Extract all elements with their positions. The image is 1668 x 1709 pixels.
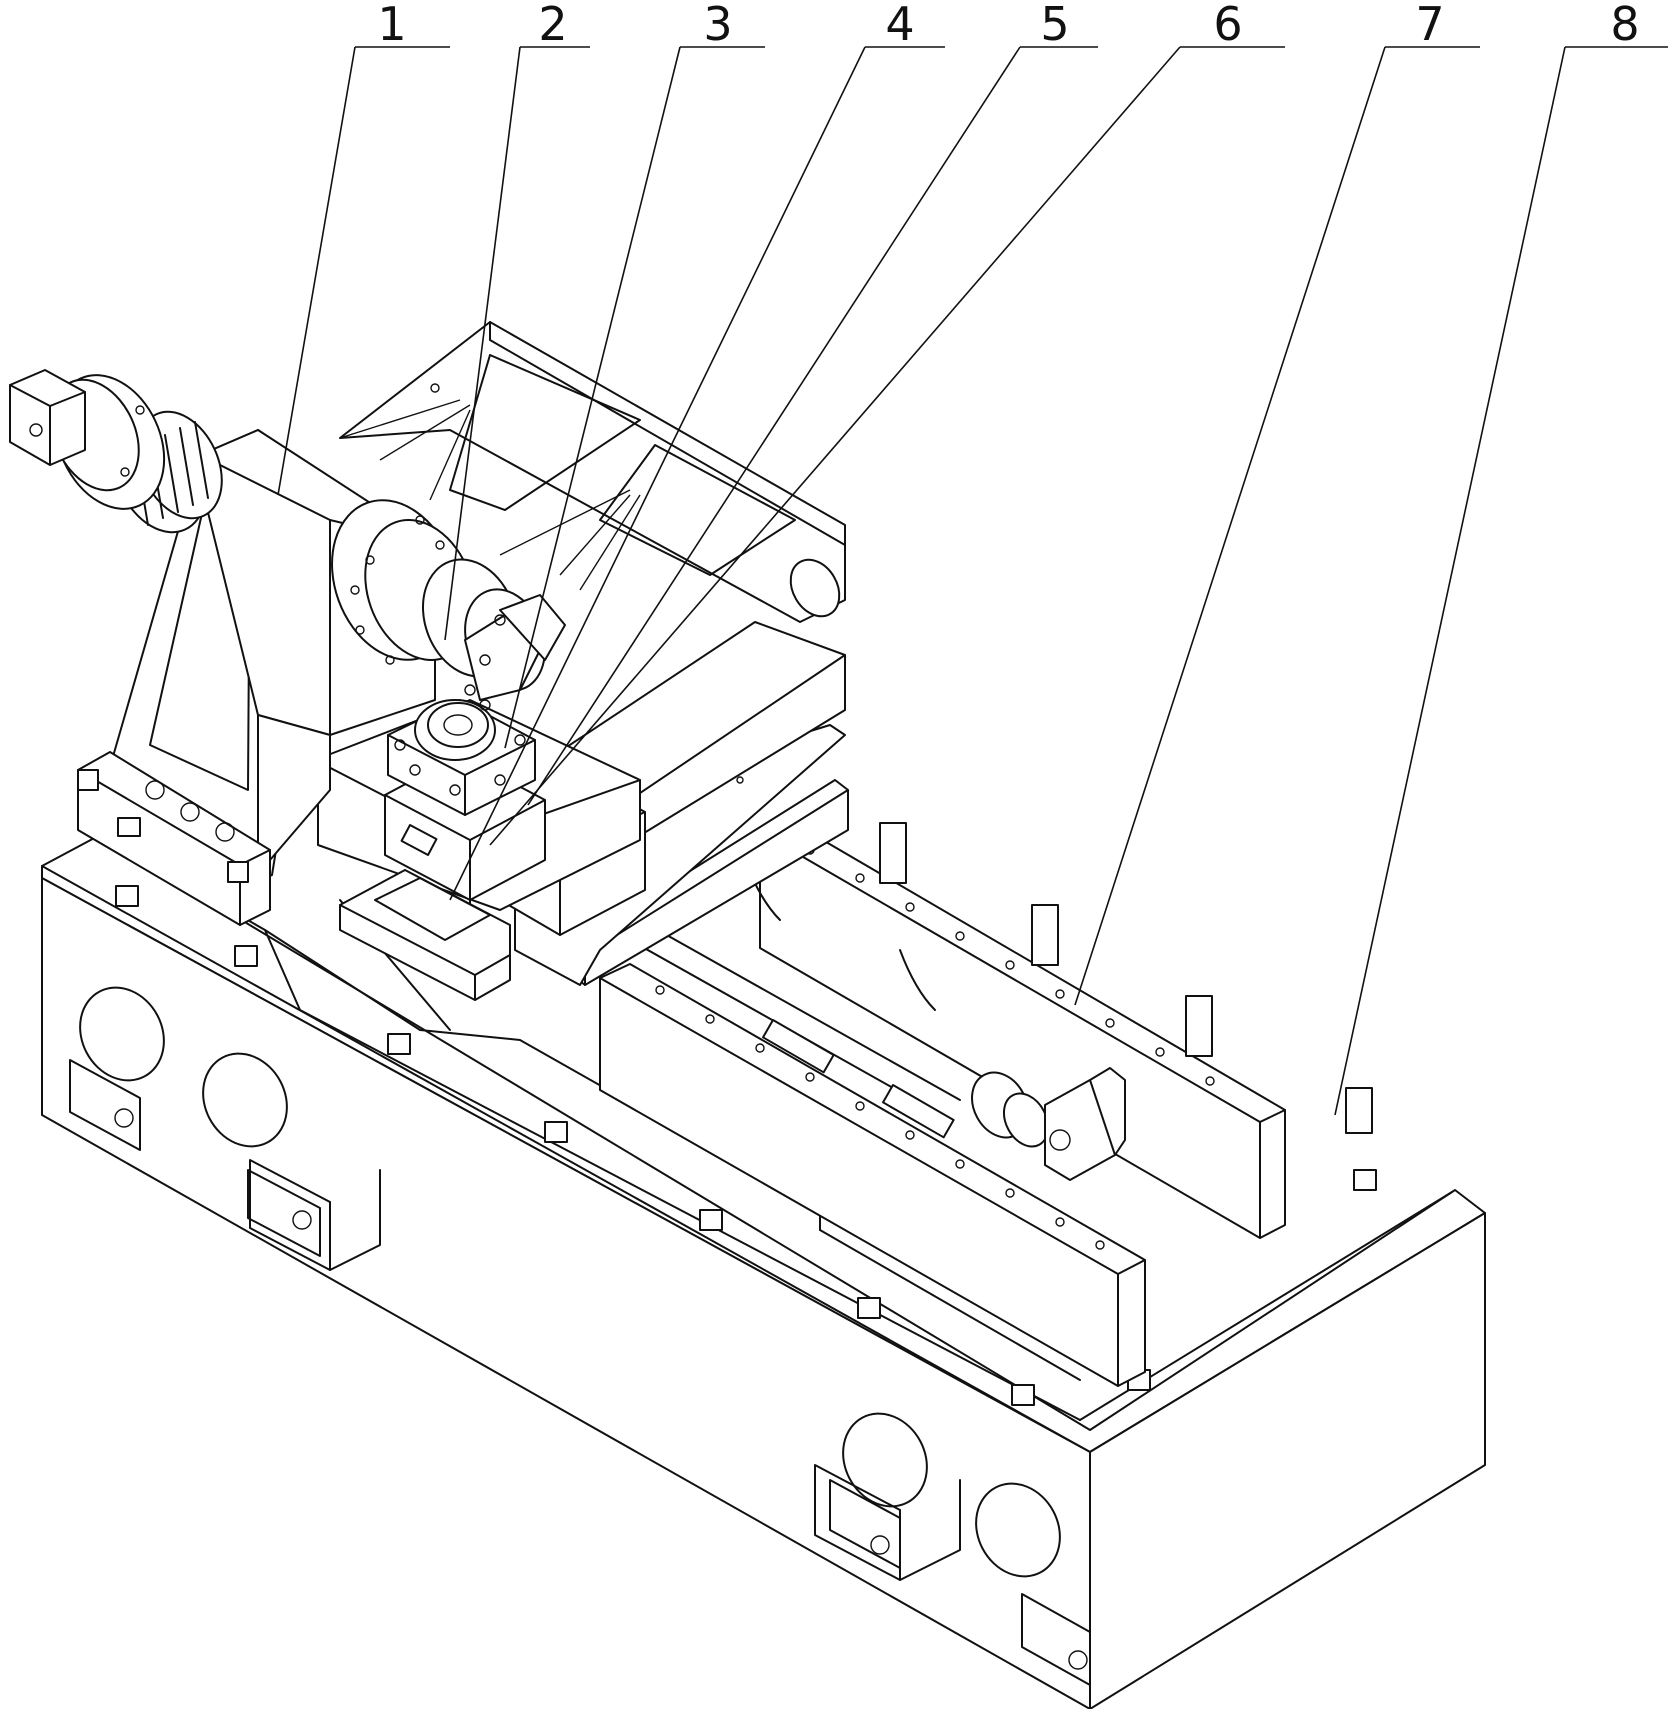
- callout-4: 4: [885, 0, 914, 51]
- callout-6: 6: [1213, 0, 1242, 51]
- callout-2: 2: [538, 0, 567, 51]
- callout-1: 1: [377, 0, 406, 51]
- machine-bed: [42, 835, 1485, 1709]
- callout-7: 7: [1415, 0, 1444, 51]
- callout-labels: 1 2 3 4 5 6 7 8: [377, 0, 1639, 51]
- callout-5: 5: [1040, 0, 1069, 51]
- callout-8: 8: [1610, 0, 1639, 51]
- callout-3: 3: [703, 0, 732, 51]
